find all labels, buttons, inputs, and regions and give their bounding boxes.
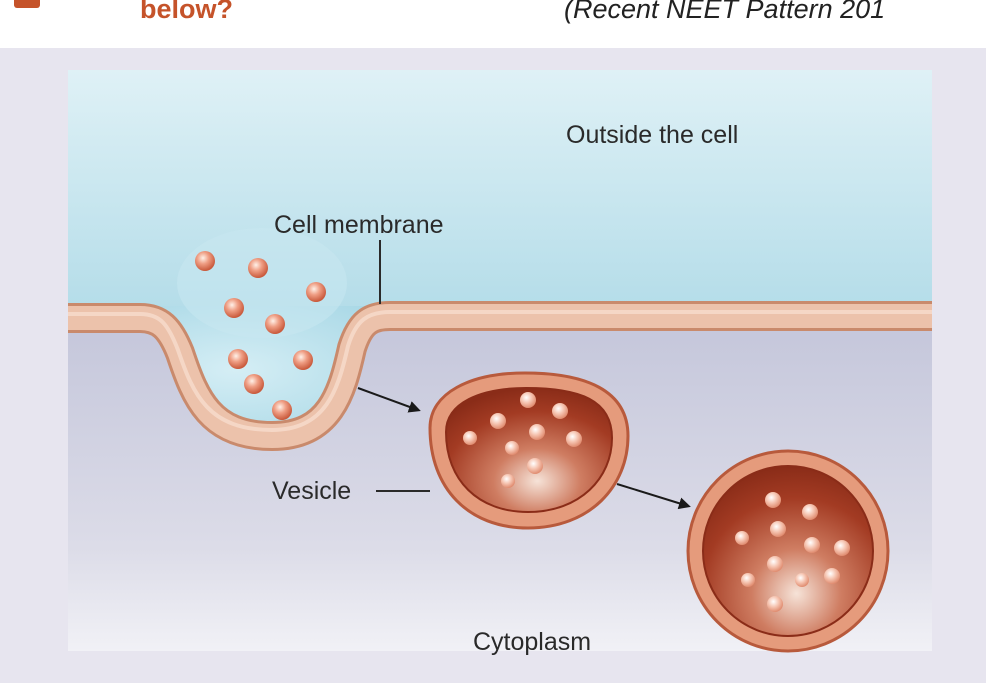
- bullet-icon: [14, 0, 40, 8]
- question-text: below?: [140, 0, 233, 24]
- particle: [272, 400, 292, 420]
- particle: [224, 298, 244, 318]
- particle: [195, 251, 215, 271]
- label-cell-membrane: Cell membrane: [274, 211, 444, 239]
- source-text: (Recent NEET Pattern 201: [564, 0, 886, 24]
- label-cytoplasm: Cytoplasm: [473, 628, 591, 656]
- diagram-panel: Outside the cell Cell membrane Vesicle C…: [0, 48, 986, 683]
- particle: [265, 314, 285, 334]
- particle: [306, 282, 326, 302]
- particle: [293, 350, 313, 370]
- particle: [248, 258, 268, 278]
- label-outside-cell: Outside the cell: [566, 121, 738, 149]
- label-vesicle: Vesicle: [272, 477, 351, 505]
- endocytosis-diagram: Outside the cell Cell membrane Vesicle C…: [68, 70, 932, 656]
- fluid-cloud: [177, 228, 347, 338]
- arrow-right-icon: [616, 483, 691, 510]
- vesicle-forming: [428, 371, 630, 530]
- external-particles: [195, 251, 326, 420]
- arrow-right-icon: [357, 387, 421, 413]
- particle: [228, 349, 248, 369]
- vesicle-released: [686, 449, 890, 653]
- membrane-highlight: [68, 310, 932, 433]
- particle: [244, 374, 264, 394]
